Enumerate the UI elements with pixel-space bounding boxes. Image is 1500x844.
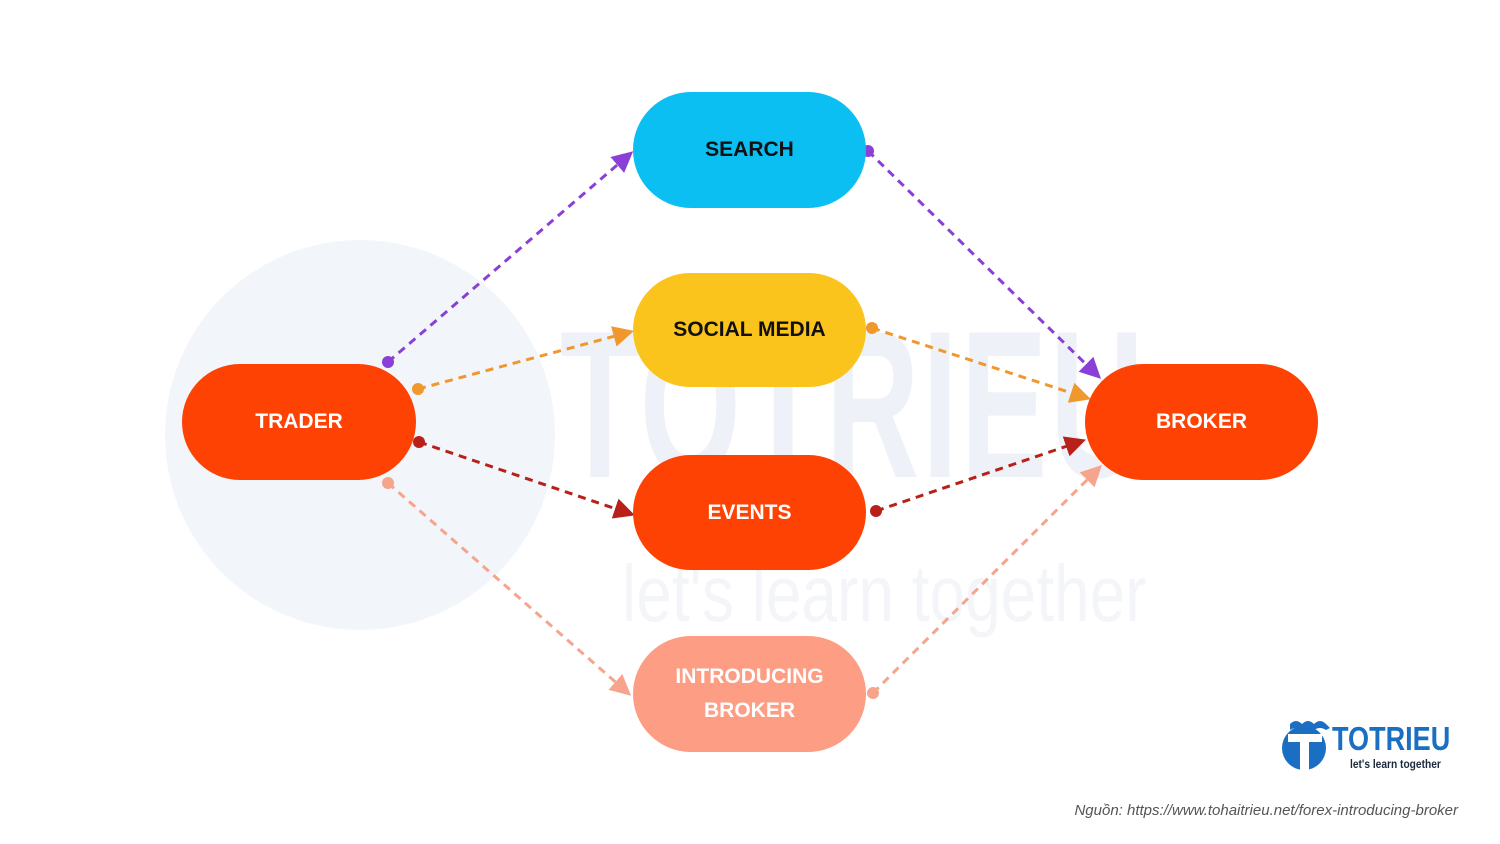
edge-introducing-broker-broker [867,465,1102,699]
edge-trader-introducing-broker [382,477,632,696]
edge-social-media-broker [866,322,1091,403]
node-trader: TRADER [182,364,416,480]
edge-trader-social-media [412,326,635,395]
edge-events-broker [870,436,1086,517]
node-introducing-broker-label-line1: INTRODUCING [675,665,824,688]
logo-tagline: let's learn together [1350,757,1441,771]
node-broker-label: BROKER [1155,410,1247,433]
node-social-media-label: SOCIAL MEDIA [673,318,826,341]
node-events: EVENTS [633,455,866,570]
totrieu-logo: TOTRIEU let's learn together [1280,710,1460,776]
node-trader-label: TRADER [255,410,343,433]
node-search: SEARCH [633,92,866,208]
node-social-media: SOCIAL MEDIA [633,273,866,387]
logo-word: TOTRIEU [1332,720,1451,757]
totrieu-logo-icon [1282,721,1330,770]
node-events-label: EVENTS [707,500,792,524]
node-introducing-broker-label-line2: BROKER [703,699,795,722]
node-search-label: SEARCH [705,138,794,161]
node-introducing-broker: INTRODUCING BROKER [633,636,866,752]
node-broker: BROKER [1085,364,1318,480]
edge-trader-events [413,436,635,519]
source-caption: Nguồn: https://www.tohaitrieu.net/forex-… [1074,802,1458,819]
edge-trader-search [382,151,634,368]
edge-search-broker [862,145,1102,379]
